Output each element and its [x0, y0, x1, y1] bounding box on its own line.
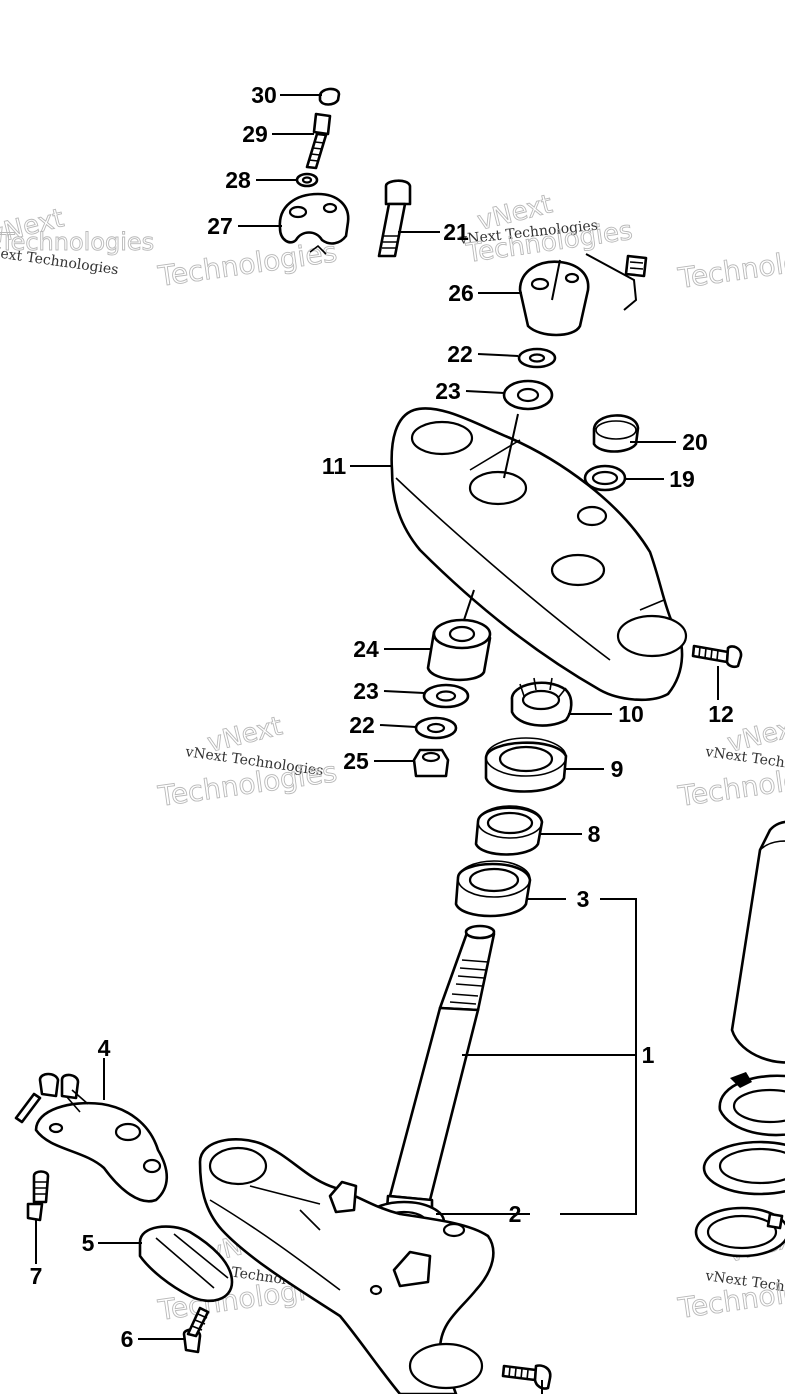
part-7-screw [26, 1170, 50, 1222]
callout-3: 3 [577, 886, 590, 912]
watermark-word: Technologies [0, 228, 154, 256]
part-4-ignition-switch [14, 1072, 169, 1203]
callout-26: 26 [448, 280, 474, 306]
callout-21: 21 [443, 219, 469, 245]
callout-12: 12 [708, 701, 734, 727]
fork-ring-partial-1 [718, 1072, 785, 1137]
lower-bolt [501, 1364, 552, 1390]
part-11-upper-bracket [390, 407, 688, 702]
fork-ring-partial-2 [702, 1140, 785, 1196]
lower-bracket [198, 1138, 495, 1394]
part-10-lock-nut [510, 677, 573, 727]
part-23-washer-upper [502, 379, 554, 411]
part-22-washer-upper [517, 347, 557, 369]
watermark-word: Technologies [155, 235, 339, 293]
callout-11: 11 [322, 453, 347, 479]
callout-25: 25 [343, 748, 369, 774]
callout-20: 20 [682, 429, 708, 455]
callout-2: 2 [509, 1201, 522, 1227]
fork-tube-partial [730, 820, 785, 1064]
callout-9: 9 [611, 756, 624, 782]
part-23-washer-lower [422, 683, 470, 709]
part-9-dust-seal [484, 737, 568, 793]
leader-lines [35, 94, 676, 1394]
callout-numbers: 30 29 28 27 21 26 22 23 11 20 19 24 23 2… [30, 82, 734, 1352]
part-8-bearing [474, 805, 544, 856]
part-25-nut [412, 748, 450, 778]
part-27-handlebar-clamp [278, 192, 350, 255]
part-28-washer [295, 172, 319, 188]
watermark-word: Technologies [675, 237, 785, 295]
part-22-washer-lower [414, 716, 458, 740]
callout-4: 4 [98, 1035, 111, 1061]
callout-6: 6 [121, 1326, 134, 1352]
watermark-group: vNext Technologies vNext Technologies Te… [0, 189, 785, 1328]
part-12-bolt [691, 644, 743, 700]
part-29-bolt [305, 112, 332, 170]
part-20-cap [592, 414, 640, 453]
part-5-clamp [138, 1225, 234, 1303]
callout-8: 8 [588, 821, 601, 847]
callout-23-lower: 23 [353, 678, 379, 704]
callout-30: 30 [251, 82, 277, 108]
callout-1: 1 [642, 1042, 655, 1068]
callout-7: 7 [30, 1263, 43, 1289]
part-1-steering-stem [384, 924, 496, 1228]
callout-24: 24 [353, 636, 379, 662]
part-19-ring [583, 464, 627, 492]
callout-22-lower: 22 [349, 712, 375, 738]
callout-10: 10 [618, 701, 644, 727]
fork-ring-partial-3 [694, 1206, 785, 1258]
callout-22-upper: 22 [447, 341, 473, 367]
callout-5: 5 [82, 1230, 95, 1256]
part-30-cap [318, 87, 341, 106]
part-26-handlebar-holder [518, 253, 648, 337]
part-3-bearing [454, 860, 532, 918]
callout-27: 27 [207, 213, 233, 239]
callout-29: 29 [242, 121, 268, 147]
part-24-spacer [426, 618, 492, 682]
callout-28: 28 [225, 167, 251, 193]
part-6-bolt [182, 1306, 210, 1354]
callout-23-upper: 23 [435, 378, 461, 404]
callout-19: 19 [669, 466, 695, 492]
part-21-long-bolt [377, 179, 412, 258]
